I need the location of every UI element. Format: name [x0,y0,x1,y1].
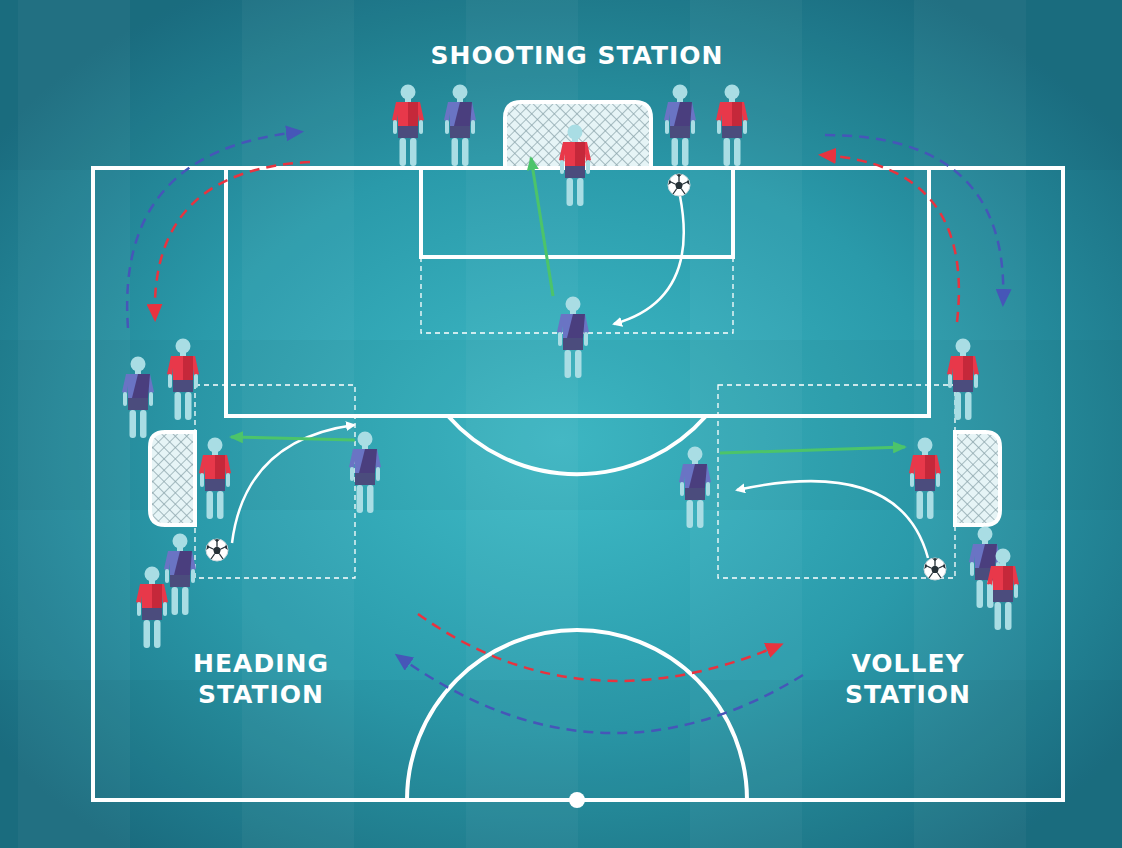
rotation-arrows-part [418,614,780,681]
players-part [164,534,196,616]
ball-paths-part [614,196,684,324]
pitch-lines-part [226,168,929,416]
ball-paths-part [737,481,928,558]
ball-paths-part [232,425,354,543]
station-label: SHOOTING STATION [367,40,787,71]
pitch-lines-part [448,416,706,474]
station-label: HEADING STATION [166,648,356,711]
shot-arrows-part [531,158,553,296]
players-part [392,85,424,167]
rotation-arrows-part [822,155,959,322]
players [122,85,1019,649]
players-part [947,339,979,421]
rotation-arrows-part [127,132,300,328]
players-part [199,438,231,520]
goals [150,102,1000,525]
balls [206,174,946,580]
balls-part [924,558,946,580]
goals-part [955,432,1000,525]
players-part [349,432,381,514]
rotation-arrows-part [825,135,1003,303]
players-part [557,297,589,379]
players-part [136,567,168,649]
players-part [716,85,748,167]
station-label: VOLLEY STATION [813,648,1003,711]
centre-spot [569,792,585,808]
players-part [444,85,476,167]
players-part [664,85,696,167]
players-part [987,549,1019,631]
rotation-arrows [127,132,1003,733]
pitch-lines-part [407,630,747,800]
goals-part [150,432,195,525]
pitch-lines-part [93,168,1063,800]
players-part [909,438,941,520]
dashed-areas [195,257,955,578]
dashed-areas-part [195,385,355,578]
players-part [559,125,591,207]
players-part [122,357,154,439]
rotation-arrows-part [398,656,803,733]
shot-arrows-part [720,447,905,453]
dashed-areas-part [718,385,955,578]
ball-paths [232,196,928,558]
shot-arrows-part [231,437,355,440]
rotation-arrows-part [155,162,310,318]
balls-part [206,539,228,561]
players-part [167,339,199,421]
players-part [679,447,711,529]
pitch-lines [93,168,1063,800]
balls-part [668,174,690,196]
